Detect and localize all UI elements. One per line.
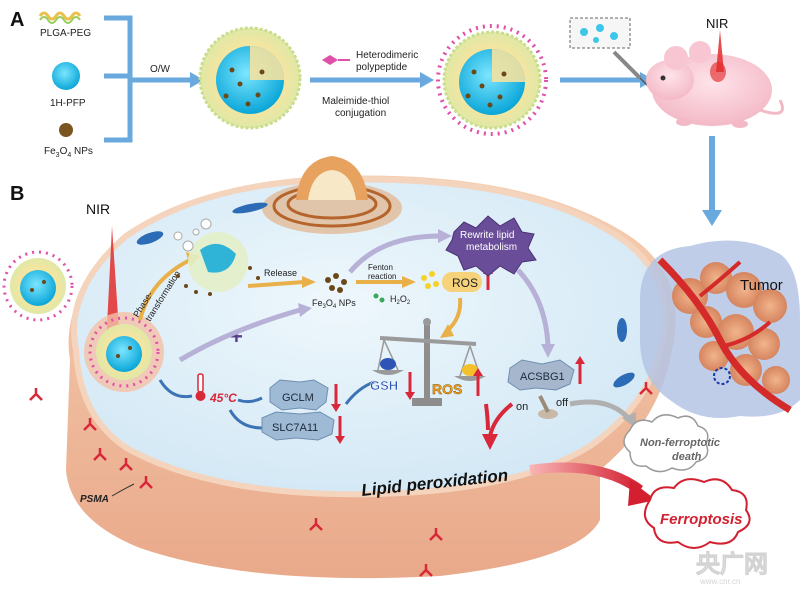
gsh-label: GSH	[370, 378, 398, 393]
nir-label-b: NIR	[86, 201, 110, 217]
golgi-organelle	[262, 156, 402, 234]
nanoparticle-2	[436, 24, 548, 136]
panel-b-label: B	[10, 183, 24, 205]
conjugation-label-2: conjugation	[335, 108, 386, 119]
nir-label-a: NIR	[706, 16, 728, 31]
fenton-label-2: reaction	[368, 272, 396, 281]
nanoparticle-heated	[84, 312, 164, 392]
psma-label: PSMA	[80, 494, 109, 505]
mitochondrion-icon	[617, 318, 627, 342]
peptide-label-1: Heterodimeric	[356, 50, 418, 61]
peptide-icon	[322, 55, 338, 65]
nanoparticle-burst	[173, 218, 260, 296]
nanoparticle-outside	[2, 250, 74, 322]
nir-beam-a	[716, 30, 724, 72]
ferroptosis-label: Ferroptosis	[660, 511, 743, 528]
fenton-label-1: Fenton	[368, 263, 393, 272]
material-label-pfp: 1H-PFP	[50, 98, 86, 109]
plga-peg-icon	[38, 11, 82, 21]
watermark-text: 央广网	[696, 550, 768, 578]
thermometer-icon	[195, 373, 206, 401]
syringe-icon	[612, 50, 642, 80]
gclm-badge	[269, 379, 329, 411]
mitochondrion-icon	[613, 372, 635, 388]
arrow-to-rewrite	[348, 233, 441, 274]
ros-top-pill	[442, 272, 482, 292]
arrow-heat-to-fe	[178, 307, 301, 363]
acsbg1-label: ACSBG1	[520, 371, 565, 383]
merge-bracket	[104, 15, 190, 143]
material-label-plga: PLGA-PEG	[40, 28, 91, 39]
mitochondrion-icon	[232, 202, 268, 214]
peptide-label-2: polypeptide	[356, 62, 408, 73]
non-ferroptotic-cloud	[623, 414, 709, 473]
rewrite-label-1: Rewrite lipid	[460, 230, 514, 241]
conjugation-label-1: Maleimide-thiol	[322, 96, 389, 107]
watermark: 央广网 www.cnr.cn	[696, 550, 769, 586]
psma-receptors	[29, 382, 653, 577]
fe3o4-dot-icon	[59, 123, 73, 137]
material-label-fe3o4: Fe3O4 NPs	[44, 146, 93, 159]
non-ferro-label-1: Non-ferroptotic	[640, 437, 720, 449]
arrow-to-temp	[158, 379, 193, 399]
acsbg1-badge	[507, 359, 575, 391]
arrow-on	[488, 402, 514, 437]
arrow-off	[569, 399, 632, 422]
tumor-label: Tumor	[740, 277, 783, 294]
gclm-label: GCLM	[282, 392, 314, 404]
switch-icon	[538, 395, 558, 419]
ow-label: O/W	[150, 64, 171, 75]
ferroptosis-cloud	[643, 478, 751, 549]
panel-a-label: A	[10, 9, 24, 31]
arrow-release	[247, 280, 305, 288]
nanoparticle-1	[198, 26, 302, 130]
fe3o4-cluster	[325, 273, 347, 293]
ros-balance-label: ROS	[432, 381, 462, 397]
non-ferro-label-2: death	[672, 451, 702, 463]
injection-inset	[569, 17, 631, 49]
ros-top-label: ROS	[452, 276, 478, 290]
slc7a11-badge	[261, 411, 335, 441]
release-label: Release	[264, 268, 297, 278]
tumor-illustration	[640, 240, 800, 418]
on-label: on	[516, 401, 528, 413]
ros-dots	[421, 271, 439, 289]
slc7a11-label: SLC7A11	[272, 422, 318, 434]
temp-label: 45°C	[209, 391, 237, 405]
h2o2-label: H2O2	[390, 294, 411, 306]
off-label: off	[556, 397, 569, 409]
watermark-url: www.cnr.cn	[699, 577, 740, 586]
rewrite-label-2: metabolism	[466, 242, 517, 253]
rewrite-lipid-badge	[445, 215, 537, 277]
mitochondrion-icon	[136, 231, 164, 245]
pfp-sphere-icon	[52, 62, 80, 90]
arrow-phase	[138, 258, 191, 321]
mouse-illustration	[646, 30, 784, 128]
arrow-to-acsbg1	[516, 268, 551, 347]
